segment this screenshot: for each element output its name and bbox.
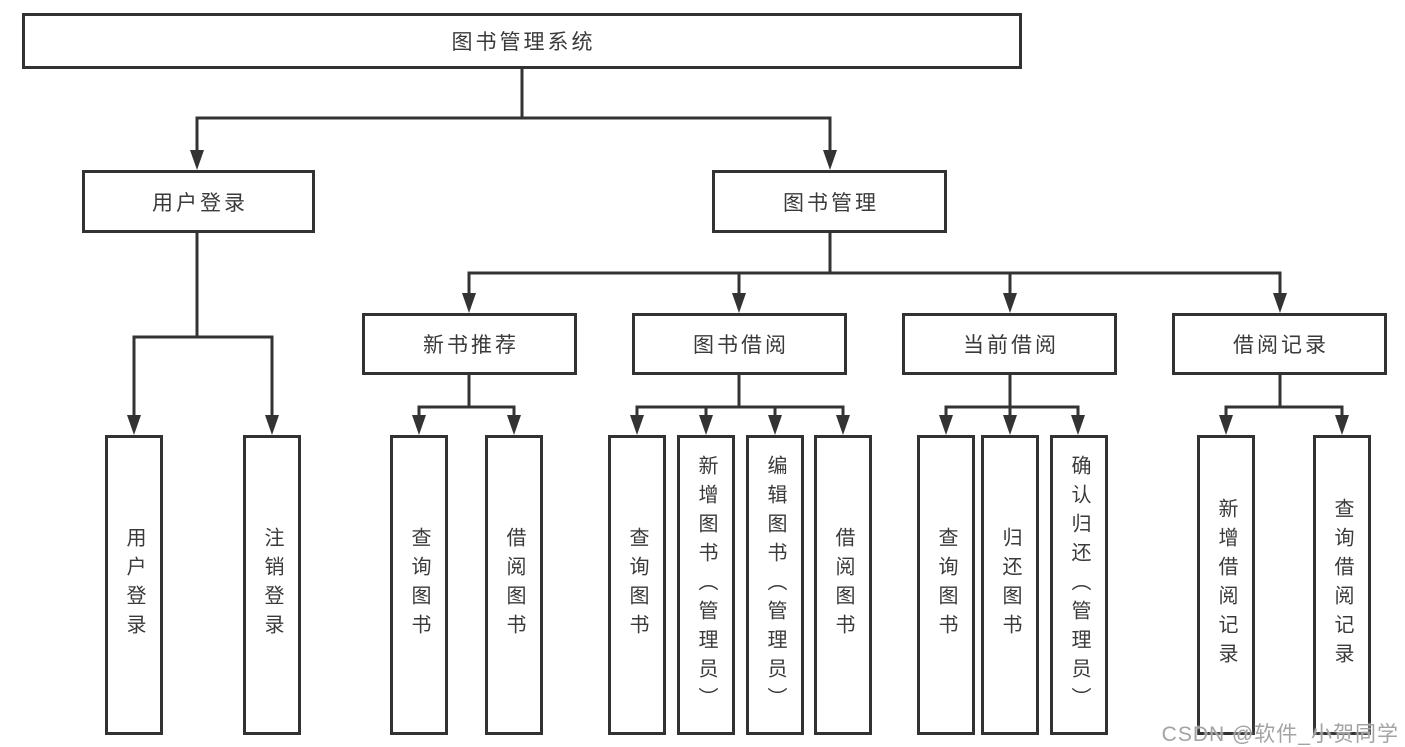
edge-bookmgmt-to-level3 bbox=[462, 233, 1287, 313]
edge-newbookrec-to-leaves bbox=[412, 375, 521, 435]
leaf-query-books-current: 查询图书 bbox=[917, 435, 975, 735]
leaf-confirm-return-admin: 确认归还（管理员） bbox=[1050, 435, 1108, 735]
leaf-query-books-recommend: 查询图书 bbox=[390, 435, 448, 735]
leaf-return-books: 归还图书 bbox=[981, 435, 1039, 735]
edge-root-to-level2 bbox=[190, 69, 837, 170]
leaf-add-borrow-record: 新增借阅记录 bbox=[1197, 435, 1255, 735]
leaf-borrow-books-borrow: 借阅图书 bbox=[814, 435, 872, 735]
edge-userlogin-to-leaves bbox=[127, 233, 279, 435]
edge-currentborrow-to-leaves bbox=[939, 375, 1085, 435]
leaf-add-books-admin: 新增图书（管理员） bbox=[677, 435, 735, 735]
node-book-borrow: 图书借阅 bbox=[632, 313, 847, 375]
leaf-edit-books-admin: 编辑图书（管理员） bbox=[746, 435, 804, 735]
csdn-watermark: CSDN @软件_小贺同学 bbox=[1161, 723, 1399, 746]
node-current-borrow: 当前借阅 bbox=[902, 313, 1117, 375]
leaf-logout: 注销登录 bbox=[243, 435, 301, 735]
edge-bookborrow-to-leaves bbox=[630, 375, 850, 435]
leaf-user-login: 用户登录 bbox=[105, 435, 163, 735]
node-new-book-recommend: 新书推荐 bbox=[362, 313, 577, 375]
node-book-management: 图书管理 bbox=[712, 170, 947, 233]
node-user-login: 用户登录 bbox=[82, 170, 315, 233]
leaf-query-books-borrow: 查询图书 bbox=[608, 435, 666, 735]
edge-records-to-leaves bbox=[1219, 375, 1349, 435]
leaf-borrow-books-recommend: 借阅图书 bbox=[485, 435, 543, 735]
leaf-query-borrow-record: 查询借阅记录 bbox=[1313, 435, 1371, 735]
node-borrow-records: 借阅记录 bbox=[1172, 313, 1387, 375]
node-library-system: 图书管理系统 bbox=[22, 13, 1022, 69]
